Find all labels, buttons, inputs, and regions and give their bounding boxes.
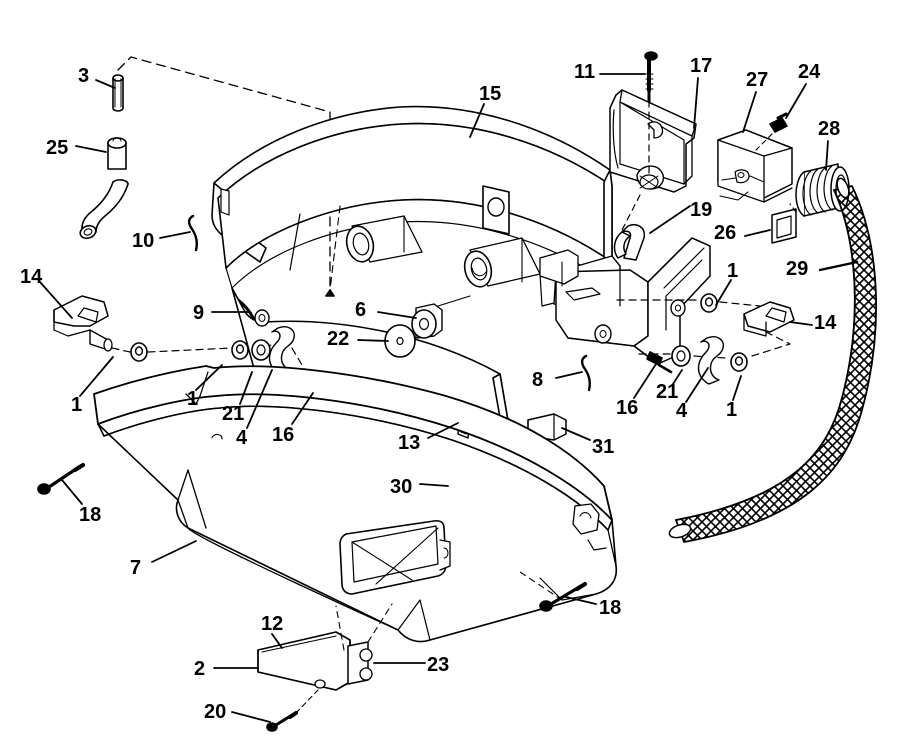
leader-10 — [159, 231, 191, 239]
leader-17 — [693, 77, 699, 129]
leader-13 — [427, 422, 459, 439]
leader-30 — [419, 483, 449, 487]
leader-22 — [357, 339, 389, 342]
callout-2: 2 — [194, 658, 206, 680]
part-12-access-cover — [257, 631, 351, 691]
leader-4-a — [246, 369, 273, 429]
callout-16-b: 16 — [616, 397, 639, 419]
callout-15: 15 — [479, 83, 502, 105]
leader-3 — [95, 79, 116, 89]
part-1-grommet-right2 — [730, 352, 748, 372]
callout-14-right: 14 — [814, 312, 837, 334]
leader-18-left — [61, 479, 83, 505]
callout-1-c: 1 — [727, 260, 739, 282]
part-19-hook — [613, 224, 646, 261]
callout-4-a: 4 — [236, 427, 248, 449]
leader-20 — [231, 711, 271, 723]
cowl-tube-left — [345, 215, 423, 263]
leader-8 — [555, 371, 583, 379]
leader-21-b — [672, 369, 683, 385]
part-1-grommet-right — [700, 293, 718, 313]
callout-24: 24 — [798, 61, 821, 83]
callout-9: 9 — [193, 302, 205, 324]
callout-18-left: 18 — [79, 504, 102, 526]
leader-28 — [825, 140, 829, 171]
callout-22: 22 — [327, 328, 350, 350]
callout-1-d: 1 — [726, 399, 738, 421]
leader-31 — [561, 427, 591, 441]
callout-4-b: 4 — [676, 400, 688, 422]
callout-27: 27 — [746, 69, 769, 91]
leader-27 — [742, 91, 757, 133]
leader-25 — [75, 145, 107, 153]
callout-17: 17 — [690, 55, 713, 77]
part-24-screw — [769, 112, 788, 133]
callout-30: 30 — [390, 476, 413, 498]
part-25-cap — [107, 137, 127, 170]
callout-7: 7 — [130, 557, 142, 579]
callout-12: 12 — [261, 613, 284, 635]
callout-25: 25 — [46, 137, 69, 159]
part-17-duct — [609, 89, 697, 193]
callout-3: 3 — [78, 65, 90, 87]
part-14-left-lever — [53, 295, 113, 352]
leader-16-b — [633, 363, 657, 399]
leader-14-left — [39, 281, 73, 319]
leader-1-c — [715, 279, 732, 306]
callout-29: 29 — [786, 258, 809, 280]
part-10-hose — [79, 179, 129, 240]
lower-right-bracket — [539, 237, 711, 365]
callout-26: 26 — [714, 222, 737, 244]
cowl-tube-right — [463, 237, 541, 288]
callout-18-right: 18 — [599, 597, 622, 619]
callout-31: 31 — [592, 436, 615, 458]
part-6-mount — [411, 295, 471, 339]
callout-16-a: 16 — [272, 424, 295, 446]
part-22-disc — [384, 324, 416, 358]
callout-11: 11 — [574, 61, 596, 83]
leader-24 — [785, 83, 807, 119]
part-1-grommet-left2 — [231, 340, 249, 360]
leader-1-a — [79, 356, 114, 397]
part-18-screw-left — [37, 462, 86, 495]
part-27-duct — [717, 129, 793, 203]
callout-6: 6 — [355, 299, 367, 321]
leader-15 — [469, 103, 485, 138]
part-1-grommet-left — [130, 342, 148, 362]
callout-23: 23 — [427, 654, 450, 676]
callout-19: 19 — [690, 199, 713, 221]
leader-19 — [649, 205, 691, 234]
leader-26 — [744, 229, 771, 237]
callout-8: 8 — [532, 369, 544, 391]
callout-10: 10 — [132, 230, 155, 252]
callout-1-b: 1 — [187, 388, 199, 410]
callout-1-a: 1 — [71, 394, 83, 416]
part-26-gasket — [771, 208, 797, 244]
part-20-screw — [266, 689, 319, 732]
callout-13: 13 — [398, 432, 421, 454]
part-29-braided-hose — [668, 177, 878, 543]
callout-14-left: 14 — [20, 266, 43, 288]
leader-18-right — [565, 596, 597, 605]
callout-28: 28 — [818, 118, 841, 140]
leader-6 — [377, 311, 417, 319]
callout-21-b: 21 — [656, 381, 679, 403]
part-23-latch — [347, 603, 393, 685]
leader-16-a — [291, 392, 314, 425]
leader-14-right — [789, 321, 813, 326]
cowl-vent-opening — [339, 519, 451, 595]
part-7-lower-cowl — [93, 365, 618, 643]
leader-1-b — [195, 364, 223, 391]
leader-7 — [151, 540, 197, 563]
callout-20: 20 — [204, 701, 227, 723]
leader-4-b — [685, 367, 709, 403]
leader-12 — [271, 633, 283, 649]
part-18-screw-right — [519, 571, 588, 612]
leader-29 — [818, 260, 859, 272]
part-3-bushing — [112, 74, 124, 112]
callout-21-a: 21 — [222, 403, 245, 425]
leader-21-a — [239, 371, 253, 405]
leader-1-d — [732, 375, 742, 401]
